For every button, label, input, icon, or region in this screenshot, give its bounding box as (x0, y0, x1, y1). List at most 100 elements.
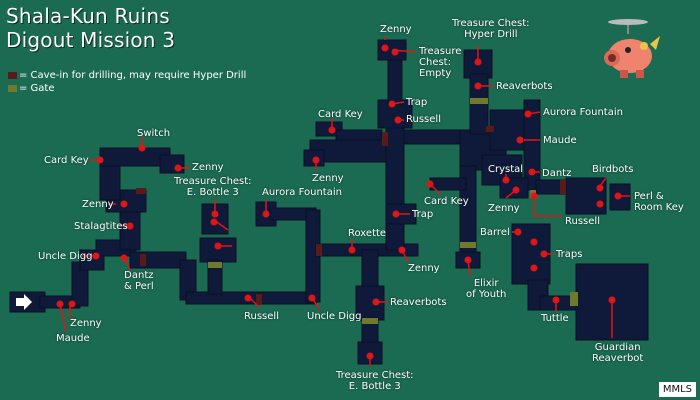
room (199, 237, 237, 263)
label-aurora-fountain: Aurora Fountain (543, 107, 623, 118)
label-stalagtites: Stalagtites (74, 221, 128, 232)
label-dantz-perl: Dantz & Perl (124, 270, 154, 292)
marker-dot (92, 252, 100, 260)
marker-dot (512, 186, 520, 194)
label-trap: Trap (406, 97, 428, 108)
marker-dot (608, 296, 616, 304)
label-uncle-digg: Uncle Digg (307, 311, 362, 322)
cave-ins (136, 126, 566, 304)
marker-dot (211, 210, 219, 218)
label-card-key: Card Key (424, 196, 469, 207)
label-reaverbots: Reaverbots (496, 81, 553, 92)
cavein-swatch (8, 72, 17, 79)
label-treasure-chest-bottle: Treasure Chest: E. Bottle 3 (336, 370, 414, 392)
label-russell: Russell (565, 216, 600, 227)
label-card-key: Card Key (318, 109, 363, 120)
marker-dot (426, 180, 434, 188)
corridor (207, 259, 223, 295)
label-maude: Maude (56, 333, 90, 344)
gate-block (470, 98, 488, 104)
marker-dot (214, 242, 222, 250)
marker-dot (530, 238, 538, 246)
label-zenny: Zenny (192, 162, 224, 173)
label-roxette: Roxette (348, 228, 387, 239)
marker-dot (540, 250, 548, 258)
gate-block (362, 318, 378, 324)
legend-gate: = Gate (8, 83, 55, 94)
label-card-key: Card Key (44, 155, 89, 166)
label-trap: Trap (412, 209, 434, 220)
label-zenny: Zenny (312, 173, 344, 184)
marker-dot (174, 164, 182, 172)
label-russell: Russell (406, 114, 441, 125)
cavein-block (136, 188, 146, 194)
map-subtitle: Digout Mission 3 (6, 28, 176, 52)
gate-swatch (8, 85, 17, 92)
label-russell: Russell (244, 311, 279, 322)
label-treasure-chest-empty: Treasure Chest: Empty (419, 46, 462, 79)
marker-dot (391, 48, 399, 56)
marker-dot (474, 82, 482, 90)
marker-dot (126, 222, 134, 230)
label-dantz: Dantz (542, 168, 572, 179)
corridor (429, 177, 467, 191)
marker-dot (56, 300, 64, 308)
pointer-line (125, 259, 131, 271)
label-zenny: Zenny (82, 199, 114, 210)
label-reaverbots: Reaverbots (390, 297, 447, 308)
label-barrel: Barrel (480, 227, 510, 238)
marker-dot (372, 298, 380, 306)
marker-dot (528, 168, 536, 176)
marker-dot (530, 264, 538, 272)
label-traps: Traps (556, 249, 583, 260)
label-switch: Switch (137, 128, 171, 139)
marker-dot (244, 294, 252, 302)
pointer-line (249, 297, 261, 309)
marker-dot (328, 126, 336, 134)
marker-dot (138, 144, 146, 152)
marker-dot (348, 246, 356, 254)
label-maude: Maude (543, 135, 577, 146)
marker-dot (596, 200, 604, 208)
gate-block (570, 292, 578, 306)
marker-dot (502, 176, 510, 184)
marker-dot (394, 116, 402, 124)
marker-dot (120, 200, 128, 208)
marker-dot (366, 352, 374, 360)
airship-icon (604, 19, 660, 78)
marker-dot (474, 58, 482, 66)
marker-dot (552, 296, 560, 304)
label-treasure-chest-hyper-drill: Treasure Chest: Hyper Drill (452, 18, 530, 40)
label-aurora-fountain: Aurora Fountain (262, 187, 342, 198)
marker-dot (398, 246, 406, 254)
marker-dot (120, 254, 128, 262)
cavein-block (316, 244, 322, 256)
marker-dot (262, 210, 270, 218)
marker-dot (308, 294, 316, 302)
corridors (9, 39, 649, 365)
label-zenny: Zenny (488, 203, 520, 214)
pointer-line (59, 303, 67, 333)
corridor (387, 57, 403, 105)
marker-dot (96, 156, 104, 164)
cavein-block (560, 180, 566, 194)
marker-dot (381, 44, 389, 52)
label-crystal: Crystal (488, 164, 524, 175)
marker-dot (210, 218, 218, 226)
watermark: MMLS (658, 382, 696, 397)
map-title: Shala-Kun Ruins (6, 4, 170, 28)
label-guardian-reaverbot: Guardian Reaverbot (592, 342, 644, 364)
cavein-block (382, 132, 388, 146)
legend-cavein: = Cave-in for drilling, may require Hype… (8, 70, 246, 81)
label-tuttle: Tuttle (541, 313, 569, 324)
room (565, 177, 607, 215)
label-zenny: Zenny (408, 263, 440, 274)
marker-dot (530, 192, 538, 200)
label-perl-room-key: Perl & Room Key (634, 191, 684, 213)
marker-dot (392, 210, 400, 218)
marker-dot (464, 256, 472, 264)
marker-dot (312, 156, 320, 164)
cavein-block (256, 294, 262, 304)
marker-dot (596, 184, 604, 192)
